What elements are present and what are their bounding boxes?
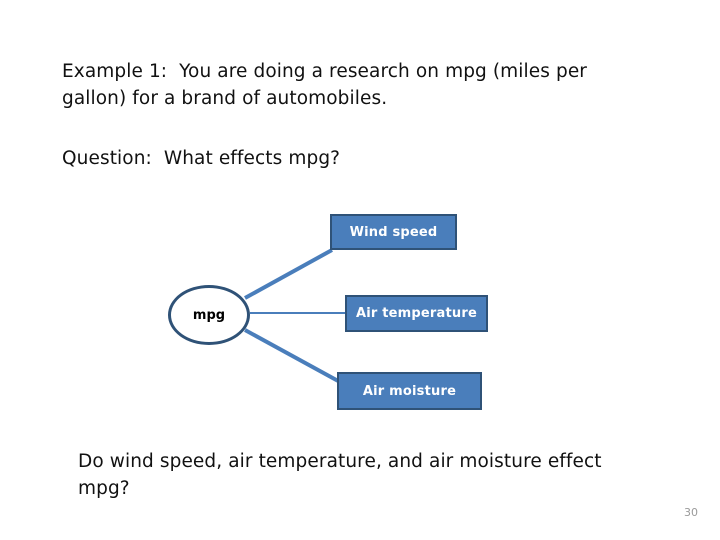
intro-paragraph: Example 1: You are doing a research on m… <box>62 61 594 109</box>
connector-mpg-to-wind-speed <box>244 248 333 300</box>
diagram-node-mpg[interactable]: mpg <box>168 285 250 345</box>
diagram-node-wind-speed-label: Wind speed <box>349 224 438 240</box>
connector-mpg-to-air-moisture <box>244 328 341 384</box>
diagram-node-air-moisture[interactable]: Air moisture <box>337 372 482 410</box>
diagram-node-air-temperature[interactable]: Air temperature <box>345 295 488 332</box>
question-line: Question: What effects mpg? <box>62 148 341 169</box>
diagram-node-air-temperature-label: Air temperature <box>355 306 478 321</box>
closing-paragraph: Do wind speed, air temperature, and air … <box>78 451 608 499</box>
diagram-node-wind-speed[interactable]: Wind speed <box>330 214 457 250</box>
diagram-node-air-moisture-label: Air moisture <box>362 383 457 399</box>
concept-diagram-connectors <box>244 248 347 384</box>
page-number: 30 <box>684 506 698 519</box>
diagram-node-mpg-label: mpg <box>192 307 226 323</box>
